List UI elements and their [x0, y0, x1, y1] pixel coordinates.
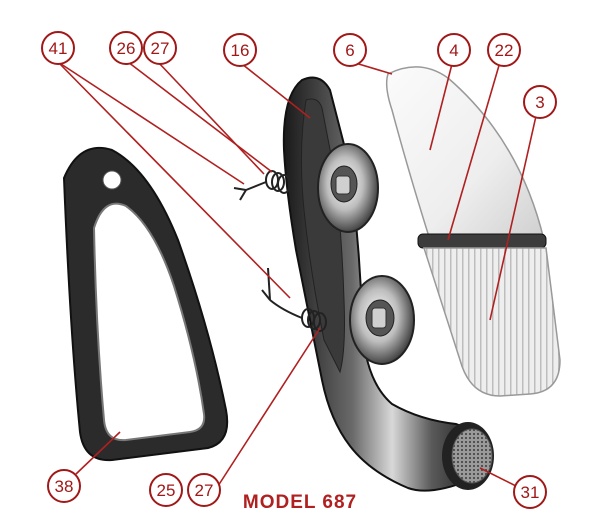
lens-4 — [385, 66, 545, 241]
svg-text:27: 27 — [151, 39, 170, 58]
callout-22: 22 — [487, 33, 521, 67]
callout-25: 25 — [149, 473, 183, 507]
callout-38: 38 — [47, 469, 81, 503]
svg-text:22: 22 — [495, 41, 514, 60]
svg-text:16: 16 — [231, 41, 250, 60]
lamp-cup-upper — [317, 143, 379, 233]
callout-31: 31 — [513, 475, 547, 509]
svg-text:26: 26 — [117, 39, 136, 58]
callout-26: 26 — [109, 31, 143, 65]
leader-lines — [57, 61, 537, 489]
gasket-hole — [102, 170, 122, 190]
lens-ribbed-3 — [422, 247, 561, 397]
spring-upper-27 — [233, 170, 291, 201]
svg-text:38: 38 — [55, 477, 74, 496]
callout-4: 4 — [437, 33, 471, 67]
svg-text:6: 6 — [345, 41, 354, 60]
spring-lower-27 — [261, 267, 327, 332]
svg-text:41: 41 — [49, 39, 68, 58]
lamp-cup-lower — [349, 275, 415, 365]
callout-16: 16 — [223, 33, 257, 67]
svg-text:3: 3 — [535, 93, 544, 112]
lens-rim-22 — [417, 233, 547, 249]
gasket-38 — [62, 146, 229, 462]
model-caption: MODEL 687 — [243, 492, 357, 513]
callout-6: 6 — [333, 33, 367, 67]
svg-text:25: 25 — [157, 481, 176, 500]
svg-text:31: 31 — [521, 483, 540, 502]
callout-41: 41 — [41, 31, 75, 65]
callout-27-bottom: 27 — [187, 473, 221, 507]
callout-27-top: 27 — [143, 31, 177, 65]
svg-text:27: 27 — [195, 481, 214, 500]
lens-assembly — [385, 66, 561, 397]
reflector-lens-31 — [442, 422, 494, 490]
callout-3: 3 — [523, 85, 557, 119]
svg-text:4: 4 — [449, 41, 458, 60]
